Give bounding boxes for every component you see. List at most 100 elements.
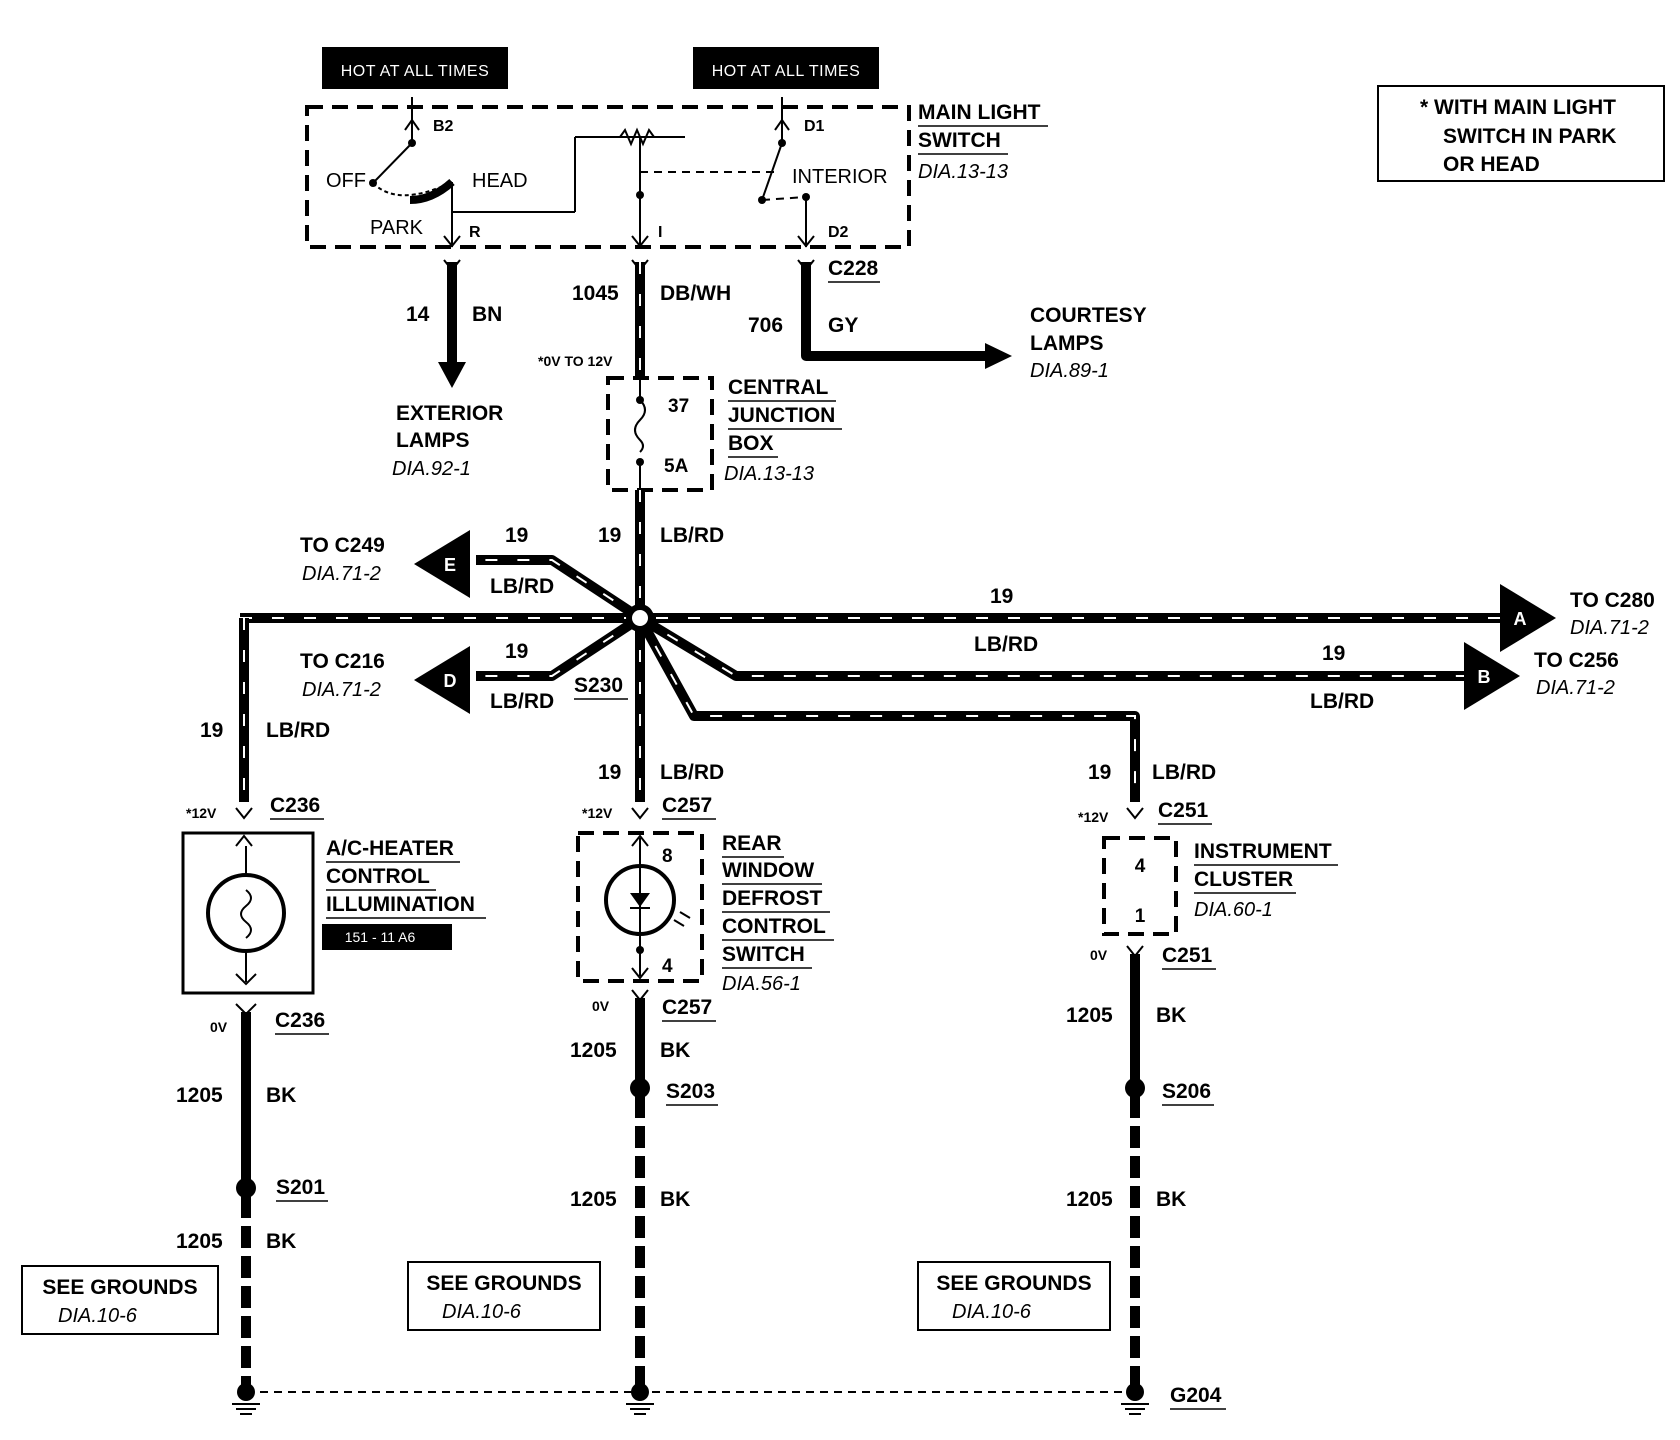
ic-volt-bottom: 0V (1090, 947, 1108, 963)
wire-19-color-b: LB/RD (1310, 690, 1374, 713)
fuse-number: 37 (668, 396, 689, 417)
see-grounds-left-label: SEE GROUNDS (42, 1276, 197, 1299)
voltage-range: *0V TO 12V (538, 353, 613, 369)
offpage-d-to: TO C216 (300, 650, 385, 673)
rear-defrost-switch: *12V C257 8 4 REAR WINDOW DEFROST CONTRO… (576, 794, 834, 995)
terminal-b2: B2 (433, 118, 454, 135)
note-line-2: SWITCH IN PARK (1443, 125, 1616, 148)
see-grounds-middle-label: SEE GROUNDS (426, 1272, 581, 1295)
wire-19-circuit-main: 19 (598, 524, 621, 547)
wire-19-color-ic: LB/RD (1152, 761, 1216, 784)
wire-19-circuit-e: 19 (505, 524, 528, 547)
ground-symbol-right (1121, 1383, 1149, 1415)
ground-point-g204: G204 (1170, 1384, 1222, 1407)
rear-name-4: CONTROL (722, 915, 826, 938)
rear-splice: S203 (666, 1080, 715, 1103)
main-switch-name-2: SWITCH (918, 129, 1001, 152)
ac-name-1: A/C-HEATER (326, 837, 454, 860)
main-switch-ref: DIA.13-13 (918, 161, 1008, 183)
junction-box-name-2: JUNCTION (728, 404, 835, 427)
note-line-3: OR HEAD (1443, 153, 1540, 176)
ac-heater-illumination: *12V C236 A/C-HEATER CONTROL ILLUMINATIO… (181, 794, 486, 995)
rear-ref: DIA.56-1 (722, 973, 801, 995)
see-grounds-right: SEE GROUNDS DIA.10-6 (917, 1261, 1111, 1331)
position-off: OFF (326, 170, 366, 192)
offpage-b-to: TO C256 (1534, 649, 1619, 672)
offpage-a-ref: DIA.71-2 (1570, 617, 1649, 639)
offpage-e-ref: DIA.71-2 (302, 563, 381, 585)
offpage-e-to: TO C249 (300, 534, 385, 557)
offpage-a-to: TO C280 (1570, 589, 1655, 612)
wire-1045: 1045 DB/WH *0V TO 12V (538, 259, 731, 377)
connector-c228: C228 (828, 257, 879, 280)
ic-ground-circuit-1: 1205 (1066, 1004, 1113, 1027)
see-grounds-right-ref: DIA.10-6 (952, 1301, 1032, 1323)
hot-label-left-text: HOT AT ALL TIMES (341, 63, 490, 80)
lbrd-network: 19 LB/RD 19 LB/RD 19 LB/RD 19 LB/RD 19 L… (200, 490, 1502, 802)
offpage-d: D TO C216 DIA.71-2 (300, 646, 470, 714)
wire-14-circuit: 14 (406, 303, 430, 326)
wire-19-circuit-rear: 19 (598, 761, 621, 784)
terminal-d2: D2 (828, 224, 849, 241)
junction-box-name-3: BOX (728, 432, 774, 455)
ac-ground-circuit-1: 1205 (176, 1084, 223, 1107)
ac-connector-top: C236 (270, 794, 320, 817)
ac-connector-bottom: C236 (275, 1009, 325, 1032)
note-line-1: * WITH MAIN LIGHT (1420, 96, 1616, 119)
exterior-lamps-ref: DIA.92-1 (392, 458, 471, 480)
ic-pin-bottom: 1 (1135, 906, 1146, 927)
rear-connector-top: C257 (662, 794, 712, 817)
offpage-a-letter: A (1514, 609, 1527, 629)
ac-volt-bottom: 0V (210, 1019, 228, 1035)
junction-box-name-1: CENTRAL (728, 376, 828, 399)
hot-label-right-text: HOT AT ALL TIMES (712, 63, 861, 80)
main-light-switch: B2 D1 D2 R I OFF HEAD PARK INTERIOR MAIN… (305, 97, 1048, 283)
wire-19-circuit-a: 19 (990, 585, 1013, 608)
ac-splice: S201 (276, 1176, 325, 1199)
ac-volt-top: *12V (186, 805, 217, 821)
rear-pin-bottom: 4 (662, 956, 673, 977)
ac-ground-color-1: BK (266, 1084, 296, 1107)
offpage-b-ref: DIA.71-2 (1536, 677, 1615, 699)
wire-19-circuit-b: 19 (1322, 642, 1345, 665)
ic-ref: DIA.60-1 (1194, 899, 1273, 921)
rear-ground-color-2: BK (660, 1188, 690, 1211)
rear-name-1: REAR (722, 832, 782, 855)
ground-wires: 0V C236 1205 BK S201 1205 BK 0V C257 120… (176, 944, 1226, 1415)
position-park: PARK (370, 217, 424, 239)
main-switch-name-1: MAIN LIGHT (918, 101, 1041, 124)
rear-name-3: DEFROST (722, 887, 823, 910)
hot-label-left: HOT AT ALL TIMES (322, 47, 508, 89)
offpage-d-letter: D (444, 671, 457, 691)
position-interior: INTERIOR (792, 166, 888, 188)
wire-19-color-ac: LB/RD (266, 719, 330, 742)
wire-706-color: GY (828, 314, 858, 337)
offpage-d-ref: DIA.71-2 (302, 679, 381, 701)
wire-19-color-a: LB/RD (974, 633, 1038, 656)
ic-ground-circuit-2: 1205 (1066, 1188, 1113, 1211)
rear-ground-circuit-1: 1205 (570, 1039, 617, 1062)
wire-19-circuit-ac: 19 (200, 719, 223, 742)
exterior-lamps-name-2: LAMPS (396, 429, 470, 452)
see-grounds-left: SEE GROUNDS DIA.10-6 (21, 1265, 219, 1335)
terminal-i: I (658, 224, 662, 241)
rear-volt-top: *12V (582, 805, 613, 821)
ac-name-2: CONTROL (326, 865, 430, 888)
rear-connector-bottom: C257 (662, 996, 712, 1019)
rear-volt-bottom: 0V (592, 998, 610, 1014)
position-head: HEAD (472, 170, 528, 192)
wire-19-color-e: LB/RD (490, 575, 554, 598)
ic-connector-top: C251 (1158, 799, 1209, 822)
central-junction-box: 37 5A CENTRAL JUNCTION BOX DIA.13-13 (606, 376, 842, 492)
courtesy-lamps-ref: DIA.89-1 (1030, 360, 1109, 382)
courtesy-lamps-name-1: COURTESY (1030, 304, 1147, 327)
wire-19-color-main: LB/RD (660, 524, 724, 547)
rear-pin-top: 8 (662, 846, 673, 867)
ground-symbol-middle (626, 1383, 654, 1415)
see-grounds-right-label: SEE GROUNDS (936, 1272, 1091, 1295)
offpage-e: E TO C249 DIA.71-2 (300, 530, 470, 598)
rear-name-5: SWITCH (722, 943, 805, 966)
offpage-a: A TO C280 DIA.71-2 (1500, 584, 1655, 652)
ic-name-2: CLUSTER (1194, 868, 1293, 891)
